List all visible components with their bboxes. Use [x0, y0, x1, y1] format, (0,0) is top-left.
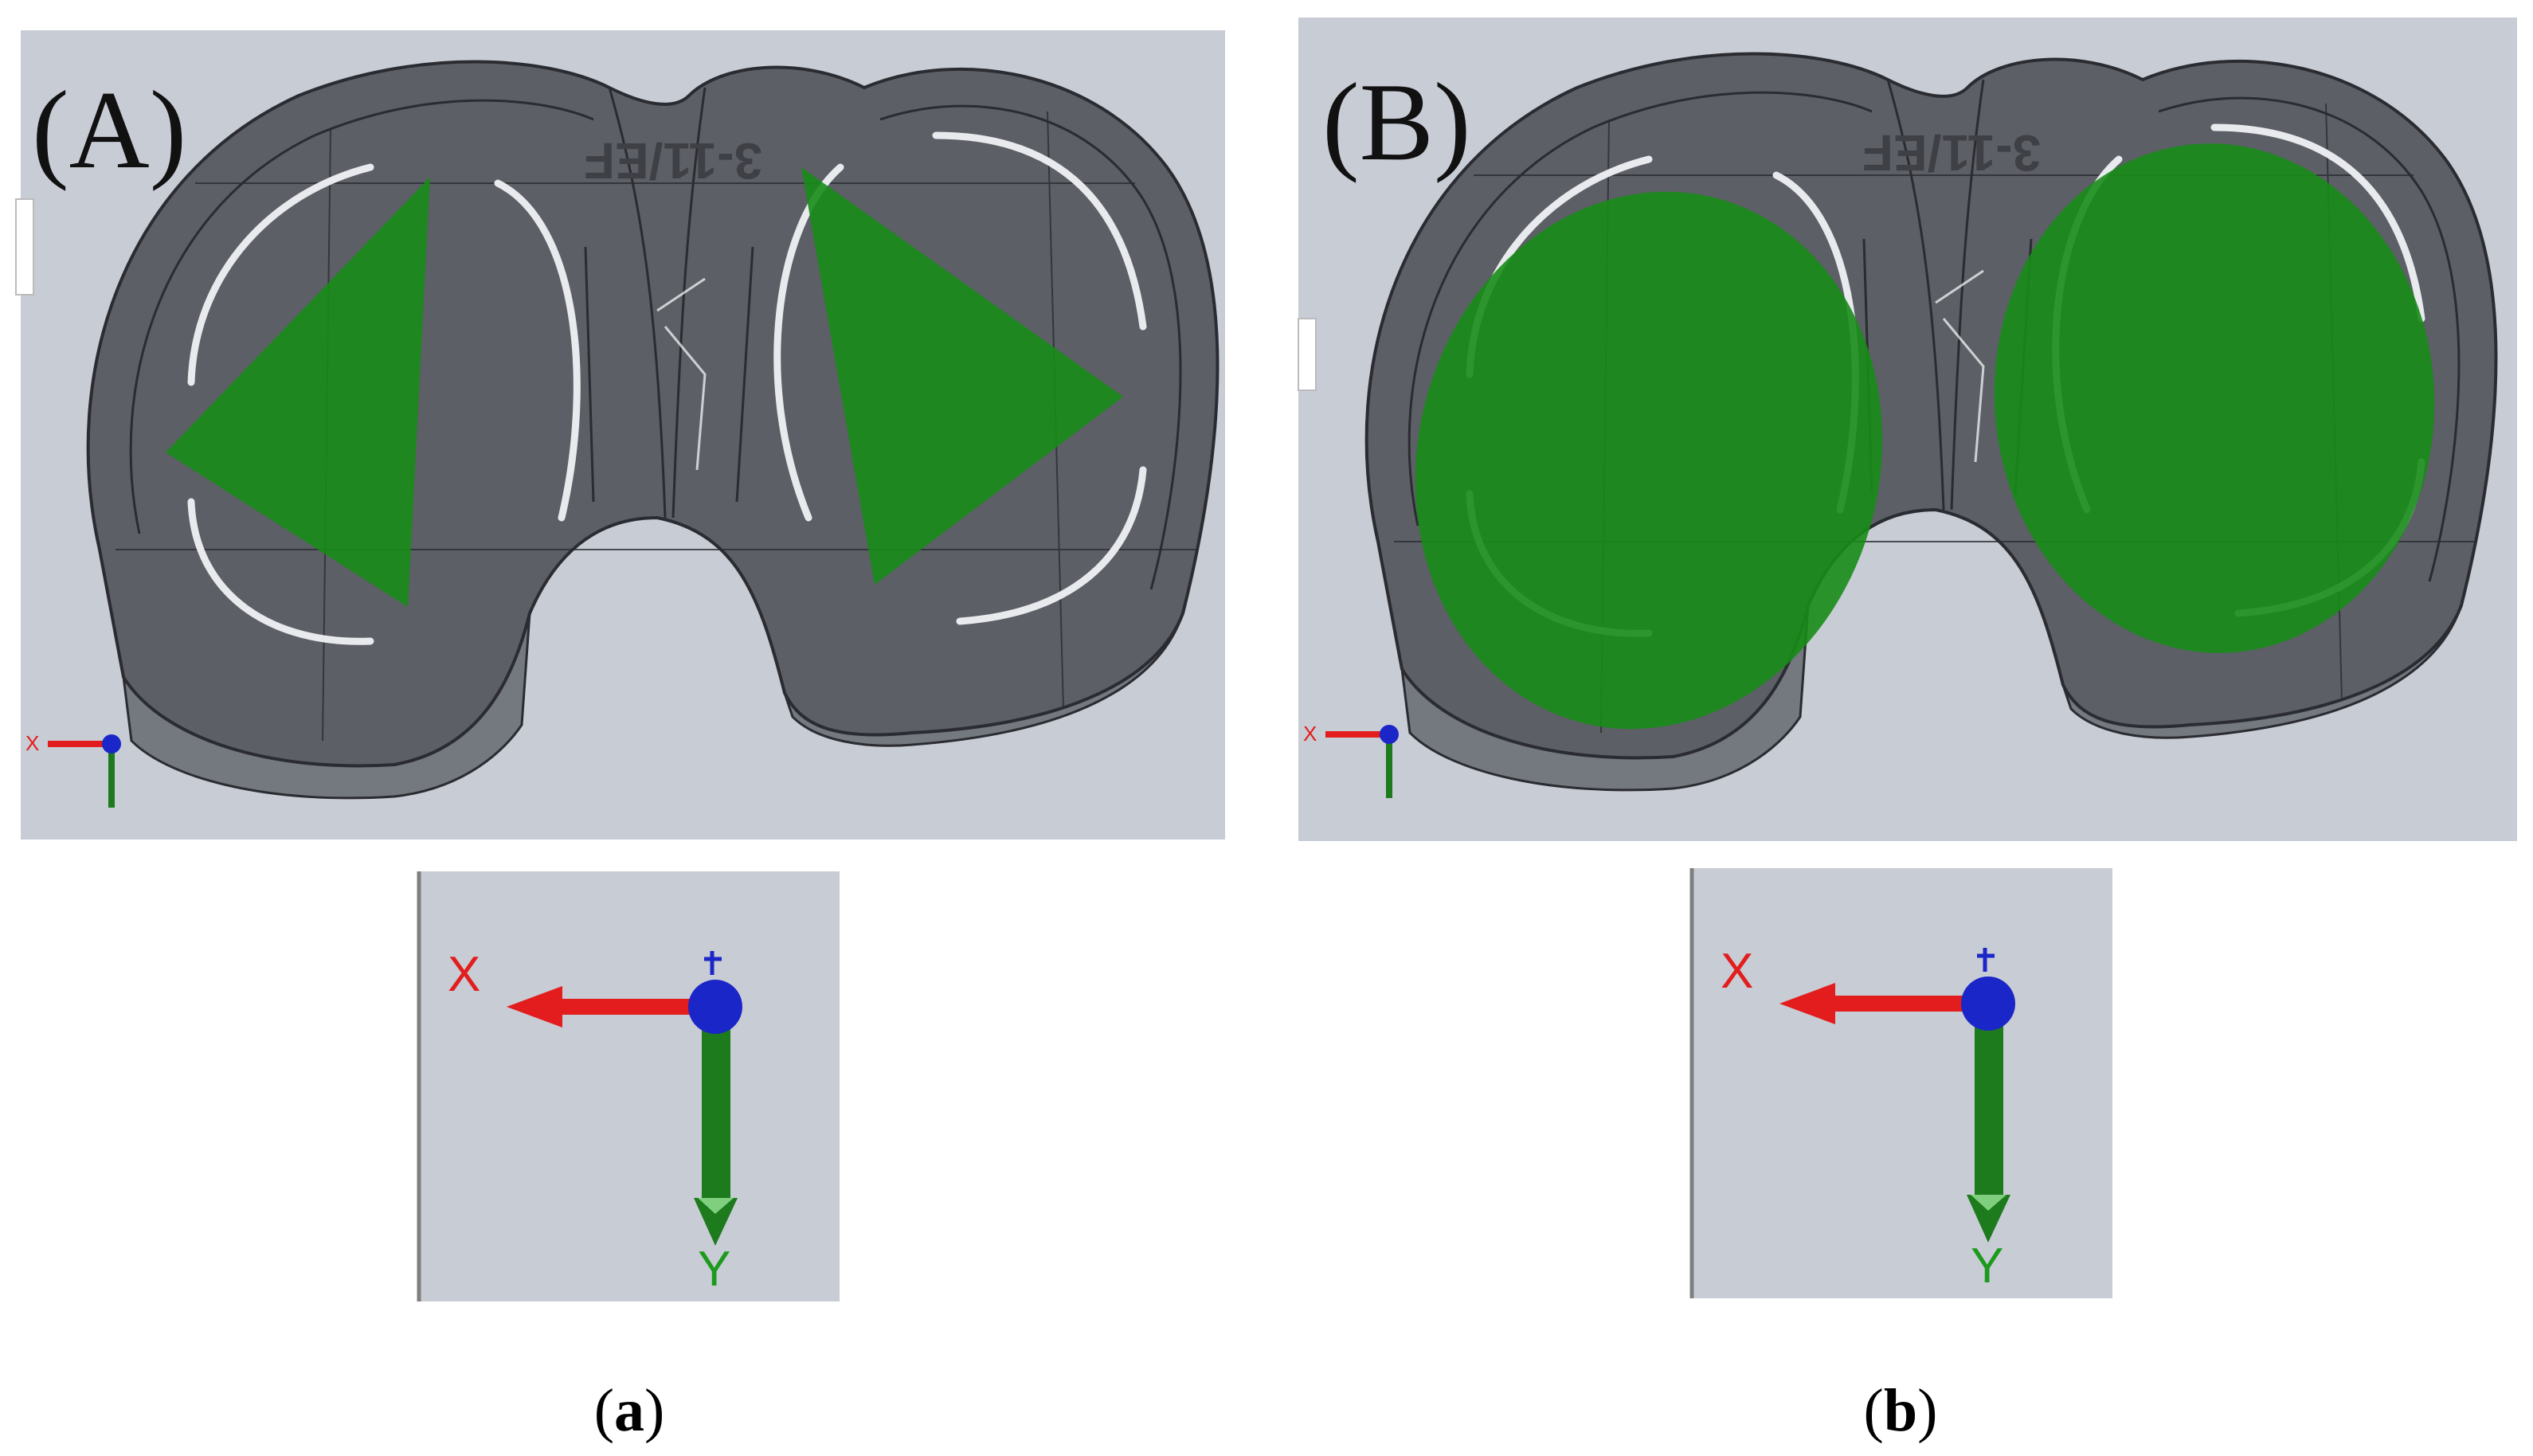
contact-triangle-left	[166, 177, 430, 607]
axis-x-label-b: X	[1721, 944, 1753, 999]
caption-a: (a)	[593, 1377, 665, 1444]
caption-b-letter: b	[1883, 1377, 1918, 1444]
panel-label-b: (B)	[1322, 61, 1471, 184]
mini-axes-b: X	[1303, 722, 1399, 798]
panel-a: 3-11/EF (A) X	[15, 30, 1225, 840]
contact-ellipse-left	[1415, 191, 1883, 730]
axis-y-label-b: Y	[1971, 1239, 2003, 1294]
contact-area-b	[1415, 143, 2435, 730]
tibial-insert-a: 3-11/EF	[88, 62, 1218, 798]
mini-axis-x-b: X	[1303, 722, 1317, 746]
axis-x-label-a: X	[448, 947, 480, 1002]
caption-a-letter: a	[614, 1377, 644, 1444]
axis-y-label-a: Y	[698, 1242, 730, 1297]
contact-ellipse-right	[1994, 143, 2435, 653]
axis-triad-a: X Y	[419, 871, 840, 1301]
part-engraving-a: 3-11/EF	[584, 132, 762, 190]
mini-axis-x-a: X	[25, 731, 39, 755]
contact-triangle-right	[801, 167, 1123, 585]
panel-b: 3-11/EF (B) X	[1298, 18, 2517, 841]
contact-area-a	[166, 167, 1123, 607]
caption-b: (b)	[1863, 1377, 1938, 1444]
axis-triad-b: X Y	[1692, 868, 2112, 1298]
part-engraving-b: 3-11/EF	[1862, 124, 2041, 182]
mini-axes-a: X	[25, 731, 121, 808]
tibial-insert-b: 3-11/EF	[1367, 54, 2496, 790]
panel-label-a: (A)	[32, 68, 186, 192]
